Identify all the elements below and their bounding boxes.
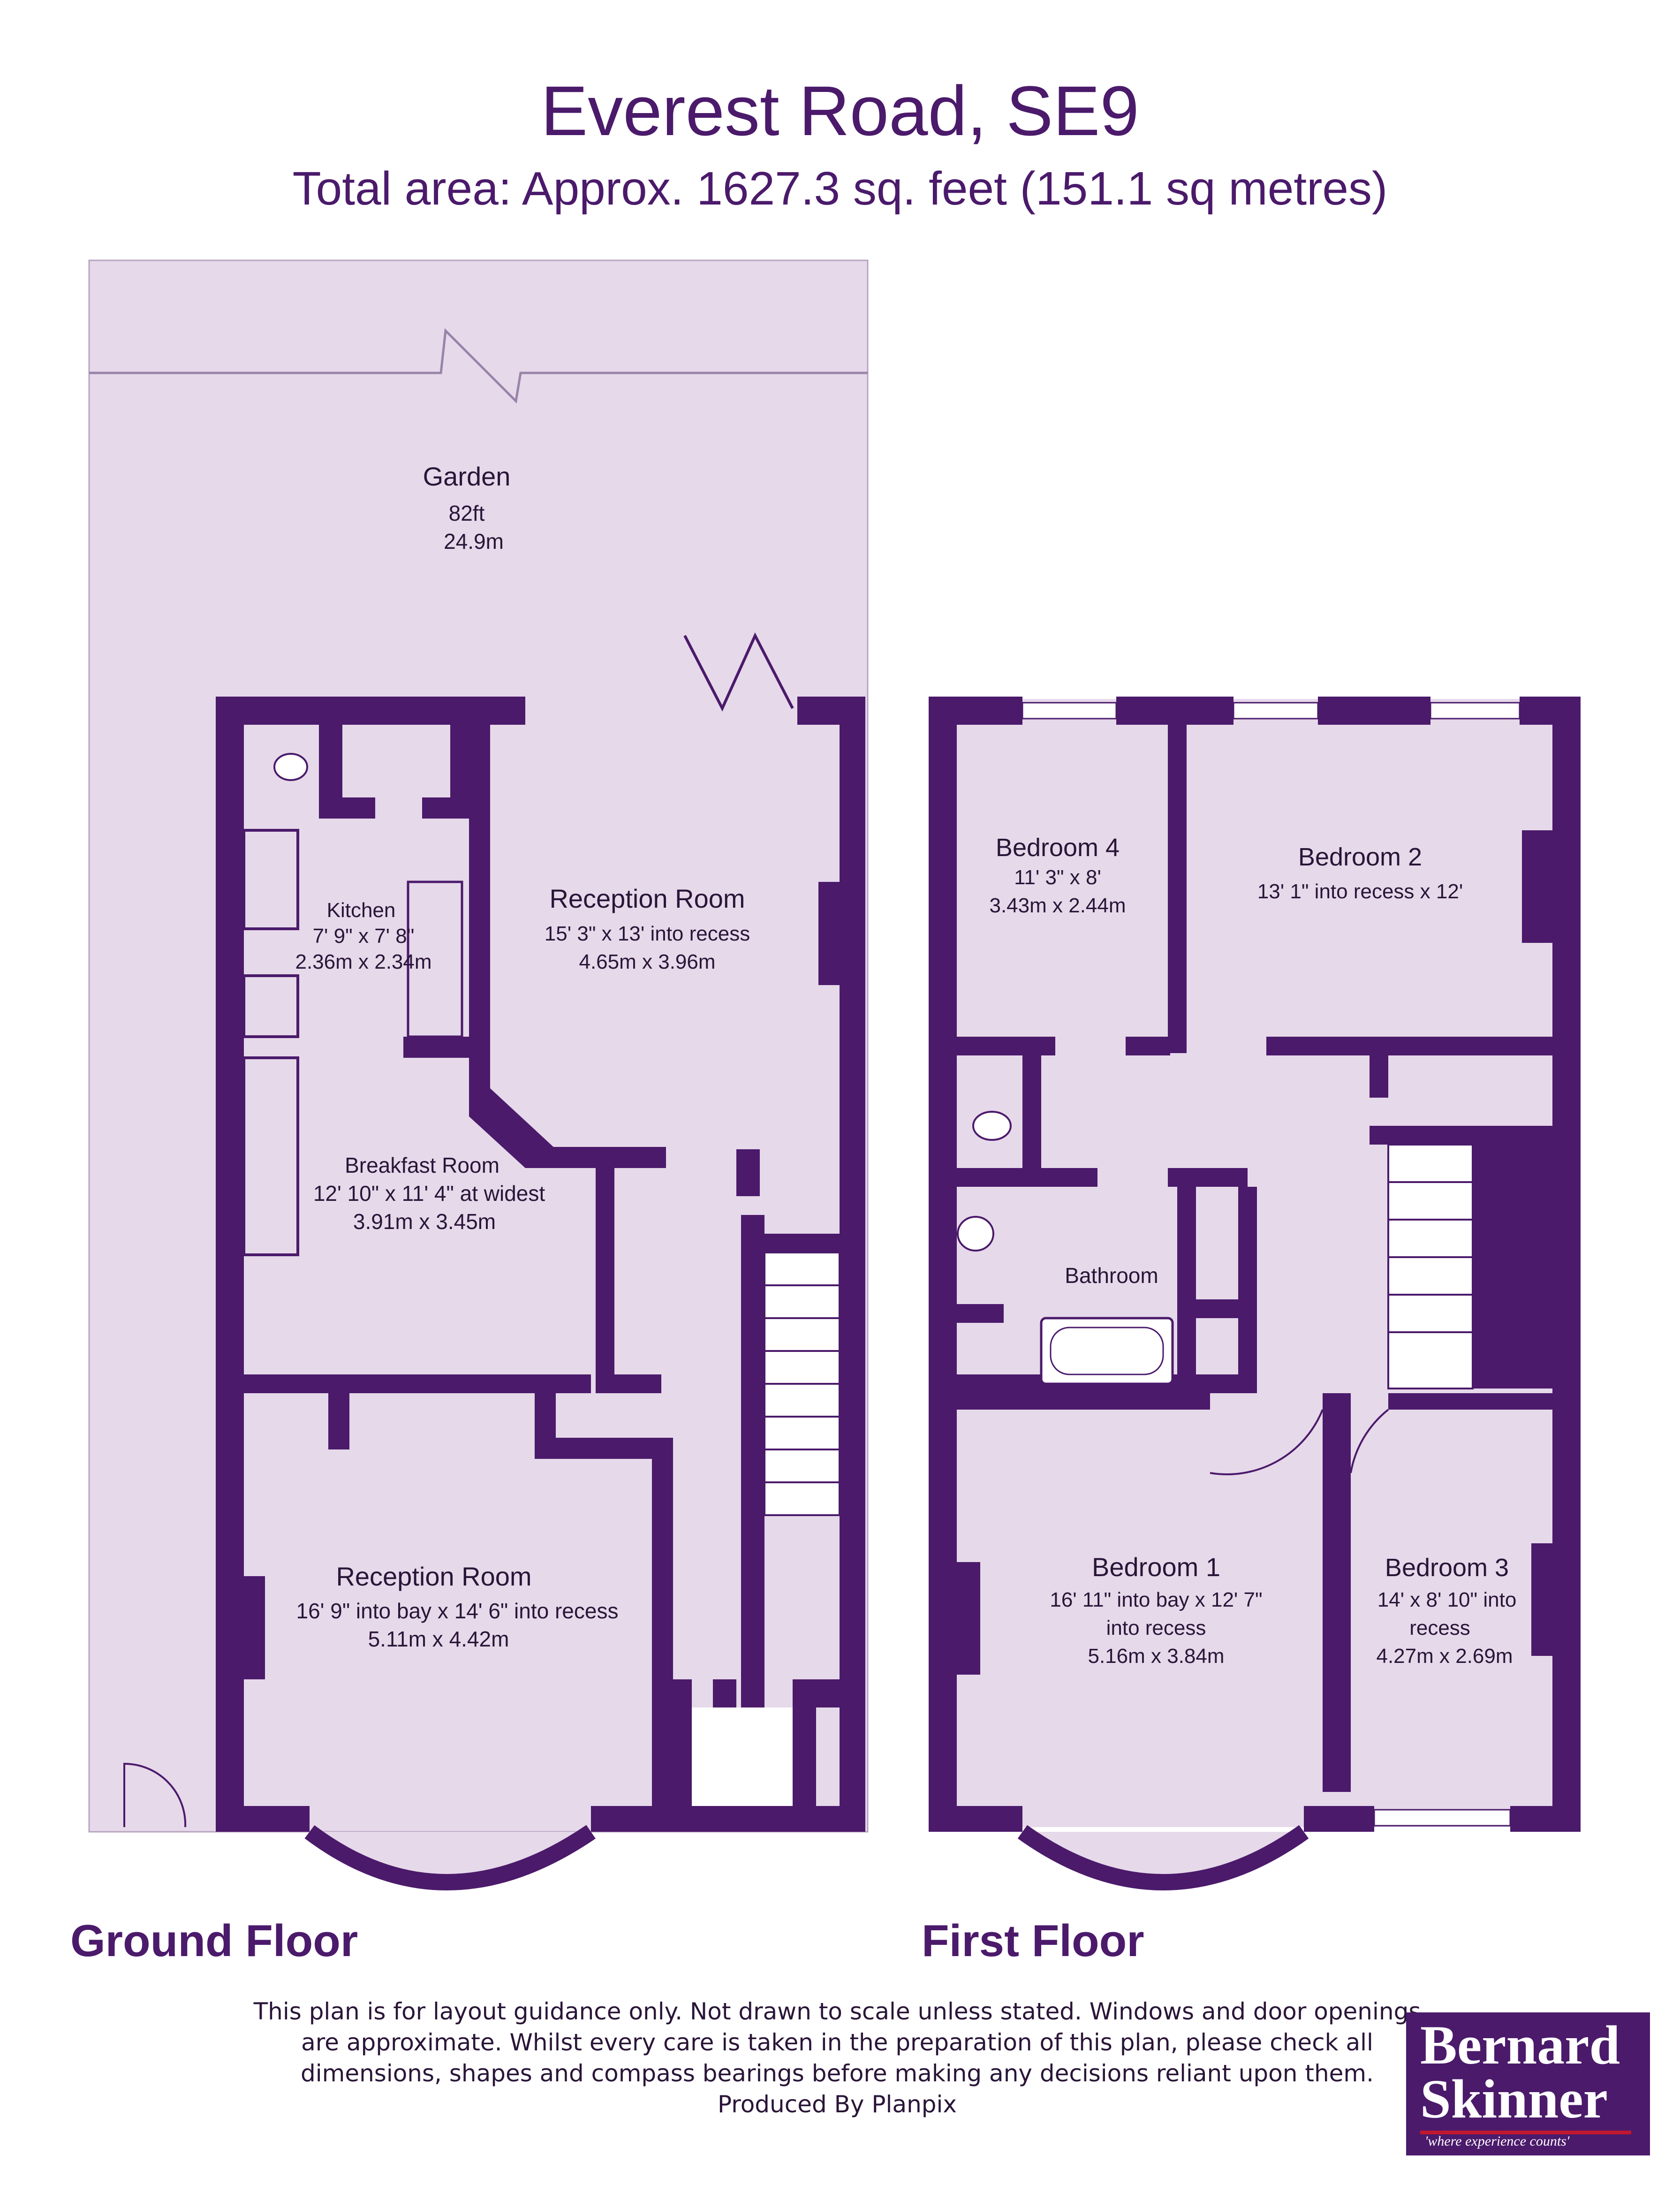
- first-walls: [929, 697, 1581, 1832]
- kitchen-dim-m: 2.36m x 2.34m: [295, 950, 431, 973]
- bedroom3-dim-recess: recess: [1409, 1616, 1470, 1639]
- bedroom3-label: Bedroom 3: [1385, 1554, 1509, 1582]
- disclaimer-line: are approximate. Whilst every care is ta…: [301, 2029, 1373, 2056]
- garden-dim-m: 24.9m: [444, 529, 504, 554]
- bifold-door-icon: [683, 632, 794, 712]
- fence-line: [89, 328, 868, 404]
- disclaimer-line: dimensions, shapes and compass bearings …: [300, 2060, 1374, 2087]
- reception-front-dim-m: 5.11m x 4.42m: [368, 1627, 509, 1651]
- ground-walls: [216, 697, 865, 1832]
- breakfast-label: Breakfast Room: [345, 1153, 499, 1177]
- disclaimer: This plan is for layout guidance only. N…: [235, 1996, 1440, 2120]
- reception-rear-dim-m: 4.65m x 3.96m: [579, 950, 715, 973]
- logo-underline: [1420, 2131, 1631, 2134]
- bedroom3-dim-m: 4.27m x 2.69m: [1376, 1645, 1513, 1668]
- bedroom4-label: Bedroom 4: [996, 834, 1120, 862]
- window: [1022, 702, 1117, 720]
- door-swing: [1210, 1409, 1324, 1475]
- reception-front-dim-ft: 16' 9" into bay x 14' 6" into recess: [296, 1599, 619, 1623]
- kitchen-unit: [407, 880, 463, 1038]
- bedroom1-dim-ft: 16' 11" into bay x 12' 7": [1050, 1588, 1262, 1611]
- agency-logo: Bernard Skinner 'where experience counts…: [1406, 2012, 1650, 2155]
- logo-line1: Bernard: [1420, 2014, 1620, 2076]
- window: [1233, 702, 1319, 720]
- first-floor-plan: [929, 697, 1581, 1890]
- disclaimer-line: This plan is for layout guidance only. N…: [253, 1998, 1421, 2025]
- breakfast-dim-m: 3.91m x 3.45m: [353, 1209, 496, 1234]
- bedroom2-label: Bedroom 2: [1298, 843, 1422, 871]
- reception-rear-dim-ft: 15' 3" x 13' into recess: [545, 922, 750, 945]
- total-area: Total area: Approx. 1627.3 sq. feet (151…: [292, 162, 1388, 215]
- wc-icon: [972, 1111, 1012, 1141]
- reception-rear-label: Reception Room: [549, 884, 745, 913]
- gate-icon: [123, 1762, 187, 1828]
- door-swing: [1350, 1409, 1389, 1473]
- ground-bay-window: [304, 1825, 596, 1890]
- wc-icon: [273, 753, 308, 781]
- disclaimer-credit: Produced By Planpix: [717, 2091, 957, 2118]
- porch: [692, 1707, 793, 1806]
- bath-icon: [1040, 1317, 1174, 1385]
- first-bay-window: [1017, 1825, 1309, 1890]
- bedroom1-label: Bedroom 1: [1092, 1552, 1220, 1582]
- bedroom4-dim-ft: 11' 3" x 8': [1014, 866, 1101, 889]
- hob: [242, 974, 299, 1038]
- bedroom1-dim-m: 5.16m x 3.84m: [1088, 1645, 1224, 1668]
- garden-dim-ft: 82ft: [449, 501, 485, 525]
- kitchen-label: Kitchen: [327, 899, 396, 922]
- logo-tagline: 'where experience counts': [1425, 2133, 1570, 2149]
- room-labels: Garden 82ft 24.9m Kitchen 7' 9" x 7' 8" …: [70, 462, 1516, 1966]
- reception-front-label: Reception Room: [336, 1562, 531, 1591]
- sink: [242, 829, 299, 930]
- ground-stairs: [764, 1252, 840, 1516]
- bedroom2-dim-ft: 13' 1" into recess x 12': [1257, 880, 1463, 903]
- bathroom-label: Bathroom: [1065, 1263, 1158, 1288]
- bedroom1-dim-recess: into recess: [1106, 1616, 1206, 1639]
- first-floor-label: First Floor: [922, 1916, 1144, 1966]
- bedroom3-dim-ft: 14' x 8' 10" into: [1377, 1588, 1517, 1611]
- kitchen-dim-ft: 7' 9" x 7' 8": [313, 925, 415, 948]
- window: [1430, 702, 1521, 720]
- logo-line2: Skinner: [1420, 2068, 1608, 2130]
- bedroom4-dim-m: 3.43m x 2.44m: [989, 894, 1126, 917]
- first-stairs: [1387, 1144, 1474, 1389]
- window: [1373, 1809, 1511, 1827]
- ground-floor-plan: [88, 259, 869, 1890]
- page-title: Everest Road, SE9: [541, 71, 1139, 150]
- basin-icon: [957, 1216, 994, 1252]
- garden-label: Garden: [423, 462, 511, 491]
- breakfast-dim-ft: 12' 10" x 11' 4" at widest: [313, 1181, 545, 1206]
- ground-floor-label: Ground Floor: [70, 1916, 358, 1966]
- worktop: [242, 1056, 299, 1256]
